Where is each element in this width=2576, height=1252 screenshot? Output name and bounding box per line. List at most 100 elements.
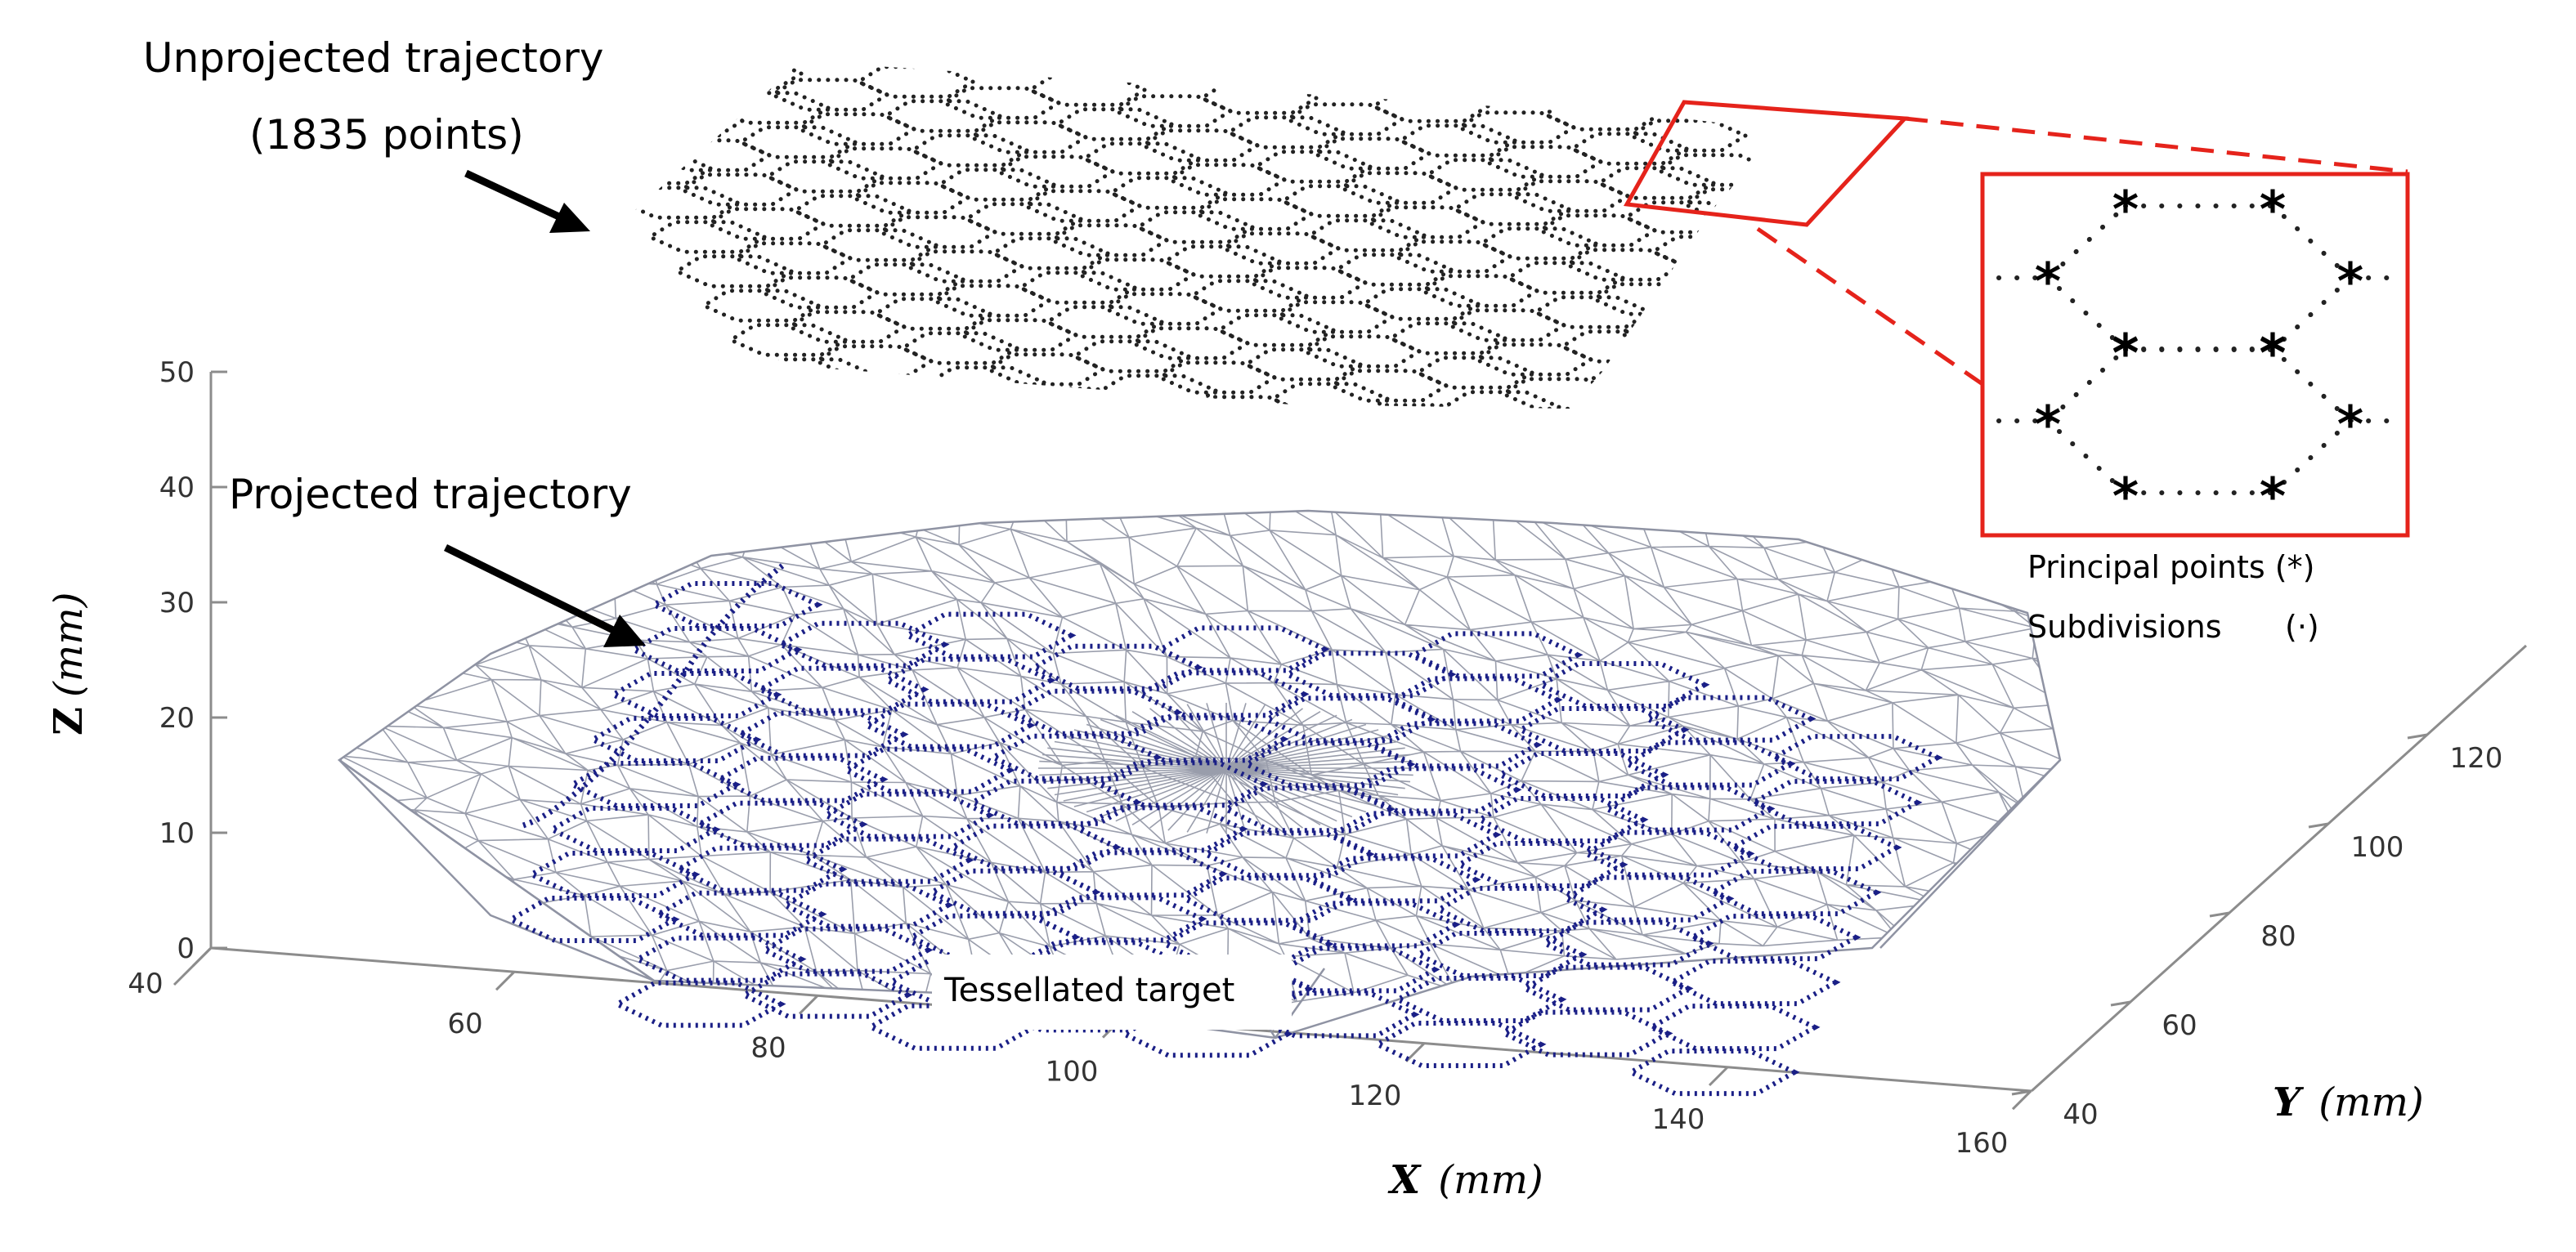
flat-hex-cell [1278, 184, 1402, 218]
flat-hex-cell [1567, 132, 1691, 166]
flat-hex-cell [1702, 422, 1817, 451]
y-tick [2011, 1089, 2032, 1096]
legend-subdivisions: Subdivisions [2027, 609, 2222, 645]
flat-hex-cell [1241, 347, 1365, 382]
y-tick-label: 80 [2260, 920, 2296, 953]
flat-hex-cell [956, 318, 1081, 352]
mesh-wireframe [339, 511, 2060, 1017]
flat-hex-cell [1332, 253, 1456, 287]
flat-hex-cell [1025, 73, 1149, 107]
x-tick [2011, 1090, 2032, 1111]
flat-hex-cell [1702, 303, 1782, 338]
flat-hex-cell [907, 133, 1032, 168]
z-axis-label: Z(mm) [46, 592, 92, 736]
flat-hex-cell [1670, 385, 1782, 409]
flat-hex-cell [903, 249, 1027, 284]
principal-point-marker: * [2260, 323, 2286, 382]
flat-hex-cell [618, 186, 742, 220]
projected-edge-curve [522, 561, 787, 829]
zoom-hex-cell [2044, 203, 2354, 352]
unprojected-label-line2: (1835 points) [249, 111, 524, 159]
flat-hex-cell [1386, 321, 1510, 355]
principal-point-marker: * [2337, 395, 2363, 454]
flat-hex-cell [1391, 239, 1515, 274]
flat-hex-cell [1219, 231, 1343, 266]
flat-hex-cell [795, 112, 919, 146]
y-tick-label: 120 [2450, 742, 2503, 775]
projected-hex-cell [1625, 1049, 1800, 1097]
flat-hex-cell [1182, 395, 1306, 409]
mesh-fan [1038, 703, 1414, 834]
flat-hex-cell [1396, 123, 1520, 158]
flat-hex-cell [839, 378, 963, 409]
flat-hex-cell [1128, 326, 1252, 360]
flat-hex-cell [1283, 102, 1407, 136]
principal-point-marker: * [2035, 395, 2061, 454]
principal-point-marker: * [2035, 252, 2061, 311]
flat-hex-cell [564, 117, 688, 151]
flat-hex-cell [871, 297, 995, 331]
flat-hex-cell [1499, 377, 1623, 409]
flat-hex-cell [966, 120, 1091, 154]
y-tick-label: 100 [2351, 831, 2404, 864]
x-tick [495, 971, 516, 991]
flat-hex-cell [1626, 118, 1750, 153]
projected-hex-cell [1727, 824, 1902, 872]
legend-principal-points: Principal points (*) [2027, 549, 2314, 585]
flat-hex-cell [1160, 244, 1284, 279]
flat-hex-cell [1793, 327, 1907, 356]
flat-hex-cell [1413, 355, 1537, 390]
flat-hex-cell [682, 61, 806, 91]
flat-hex-cell [1847, 396, 1961, 425]
flat-hex-cell [1820, 361, 1934, 391]
x-tick [1708, 1066, 1729, 1087]
projected-hex-cell [947, 823, 1122, 871]
flat-hex-cell [988, 236, 1113, 271]
zoom-leader-lines [1756, 116, 2408, 387]
flat-hex-cell [1756, 372, 1782, 406]
flat-hex-cell [1300, 334, 1424, 369]
flat-hex-cell [785, 310, 909, 344]
flat-hex-cell [709, 91, 833, 125]
flat-hex-cell [1440, 390, 1564, 409]
flat-hex-cell [1530, 295, 1655, 329]
projected-hex-cell [1372, 1021, 1547, 1068]
flat-hex-cell [1648, 235, 1772, 269]
flat-hex-cell [939, 86, 1064, 120]
projected-hex-cell [1515, 706, 1690, 753]
flat-hex-cell [1069, 339, 1194, 373]
flat-hex-cell [1422, 158, 1547, 192]
flat-hex-cell [677, 172, 801, 207]
z-tick-label: 30 [159, 587, 195, 619]
projected-hex-cell [1646, 1004, 1821, 1052]
flat-hex-cell [790, 194, 914, 228]
flat-hex-cell [753, 357, 877, 391]
flat-hex-cell [1562, 248, 1687, 282]
flat-hex-cell [1449, 192, 1574, 226]
unprojected-arrow [464, 169, 590, 233]
flat-hex-cell [1074, 257, 1198, 292]
flat-hex-cell [1476, 226, 1601, 261]
flat-hex-cell [1788, 409, 1902, 438]
y-tick [2110, 1000, 2131, 1007]
projected-hex-cell [607, 671, 782, 718]
z-tick-label: 20 [159, 702, 195, 735]
x-tick-label: 140 [1652, 1103, 1705, 1136]
flat-hex-cell [898, 331, 1022, 365]
projected-hex-cell [902, 611, 1077, 660]
y-axis-label: Y(mm) [2273, 1080, 2424, 1125]
flat-hex-cell [1874, 430, 1988, 459]
flat-hex-cell [1557, 329, 1682, 364]
y-tick-label: 60 [2162, 1009, 2197, 1042]
flat-hex-cell [934, 168, 1059, 202]
flat-hex-cell [699, 288, 823, 323]
z-tick-label: 40 [159, 472, 195, 504]
flat-hex-cell [844, 262, 968, 297]
flat-hex-cell [1508, 179, 1633, 213]
flat-hex-cell [880, 99, 1005, 133]
flat-hex-cell [1653, 153, 1777, 187]
flat-hex-cell [650, 138, 774, 172]
y-tick [2407, 733, 2428, 740]
x-tick-label: 40 [128, 968, 163, 1000]
principal-point-marker: * [2112, 467, 2139, 526]
